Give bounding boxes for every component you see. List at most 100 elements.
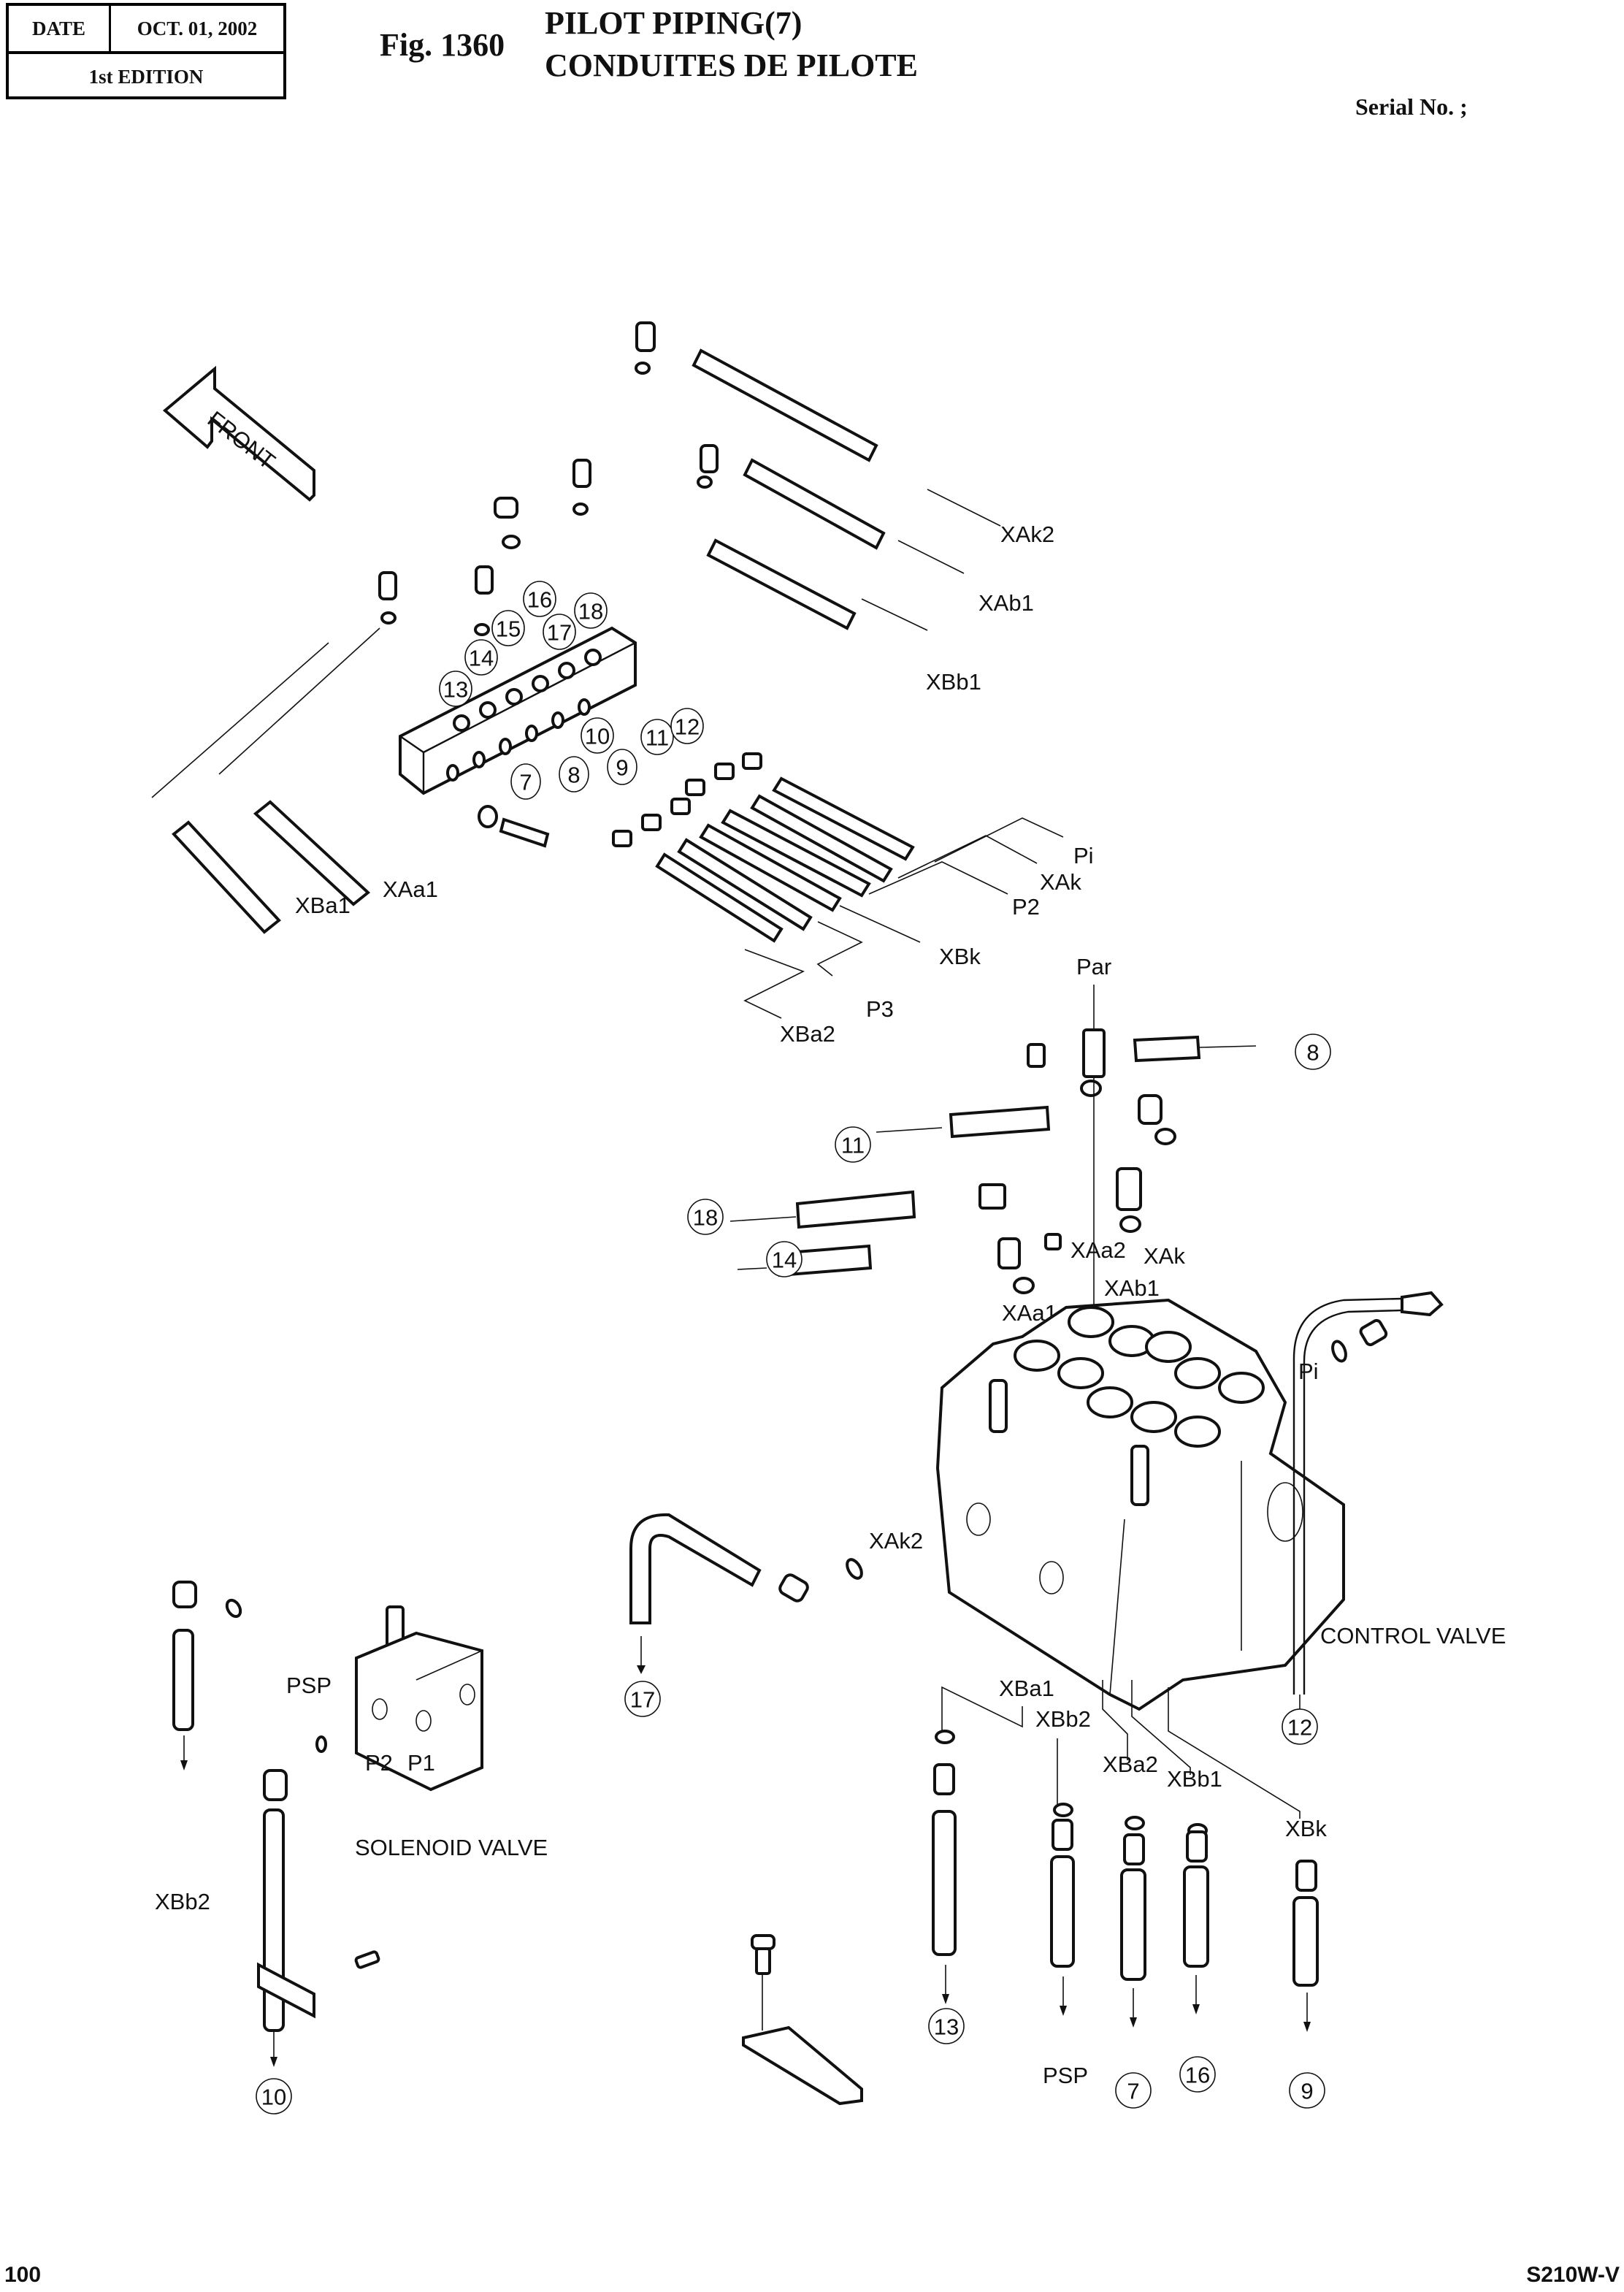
svg-text:11: 11 <box>646 725 669 751</box>
callout-13: 13 <box>439 671 472 707</box>
port-label-xbb2-bottom: XBb2 <box>155 1889 210 1914</box>
o-ring <box>502 535 521 549</box>
revision-info-box: DATE OCT. 01, 2002 1st EDITION <box>6 3 286 99</box>
callout-to-18: 18 <box>687 1199 724 1235</box>
svg-text:17: 17 <box>630 1687 655 1713</box>
manifold-side-ports <box>446 698 591 782</box>
hose <box>1133 1035 1201 1063</box>
plug <box>1044 1233 1062 1250</box>
o-ring <box>1119 1215 1141 1233</box>
callout-15: 15 <box>491 610 525 646</box>
o-ring <box>1154 1128 1176 1145</box>
elbow-fitting <box>635 321 656 352</box>
port-label-pi-cv: Pi <box>1298 1359 1319 1384</box>
port-label-p2-top: P2 <box>1012 894 1040 920</box>
hose-to-17: XAk2 <box>629 1513 923 1674</box>
control-valve-body <box>935 1298 1345 1711</box>
page-number: 100 <box>4 2263 42 2287</box>
svg-text:18: 18 <box>578 599 603 624</box>
bolt-and-washer <box>478 805 550 848</box>
svg-text:12: 12 <box>675 714 700 740</box>
figure-number: Fig. 1360 <box>380 27 505 63</box>
svg-text:15: 15 <box>496 616 521 642</box>
line-callouts: 8 11 18 14 17 12 10 13 7 16 9 <box>256 1034 1331 2115</box>
callout-to-10: 10 <box>256 2078 292 2115</box>
solenoid-hoses: XBb2 <box>155 1581 380 2067</box>
svg-text:8: 8 <box>567 763 580 788</box>
callout-to-9: 9 <box>1289 2072 1325 2109</box>
port-label-xaa2-cv: XAa2 <box>1070 1237 1126 1263</box>
page-title-french: CONDUITES DE PILOTE <box>545 47 919 83</box>
port-label-xba2-cv: XBa2 <box>1103 1752 1158 1777</box>
elbow-fitting <box>378 571 397 600</box>
svg-text:11: 11 <box>841 1133 865 1158</box>
port-label-p1-sol: P1 <box>407 1750 435 1776</box>
svg-text:10: 10 <box>585 724 610 749</box>
hose <box>706 538 857 630</box>
callout-8: 8 <box>559 756 589 792</box>
svg-text:13: 13 <box>934 2014 959 2040</box>
port-label-xak2-cv: XAk2 <box>869 1528 923 1554</box>
date-value: OCT. 01, 2002 <box>137 17 258 39</box>
manifold-callouts: 7 8 9 10 11 12 13 14 15 16 17 18 <box>439 581 704 800</box>
hose <box>949 1105 1051 1139</box>
plug <box>1027 1043 1046 1068</box>
bottom-hoses: PSP <box>932 1730 1319 2088</box>
port-label-par: Par <box>1076 954 1111 979</box>
elbow-fitting <box>572 459 591 488</box>
port-label-pi-top: Pi <box>1073 843 1094 868</box>
manifold-block <box>399 626 637 795</box>
hose <box>795 1190 916 1229</box>
port-label-xba2-top: XBa2 <box>780 1021 835 1047</box>
callout-18: 18 <box>574 592 608 629</box>
svg-text:17: 17 <box>547 620 572 646</box>
elbow-fitting <box>1138 1094 1163 1125</box>
port-label-xak2-top: XAk2 <box>1000 522 1054 547</box>
o-ring <box>635 362 651 375</box>
o-ring <box>846 1558 863 1580</box>
port-label-p2-sol: P2 <box>365 1750 393 1776</box>
callout-12: 12 <box>670 708 704 744</box>
port-label-xba1-cv: XBa1 <box>999 1676 1054 1701</box>
svg-text:12: 12 <box>1287 1715 1312 1741</box>
solenoid-valve-label: SOLENOID VALVE <box>355 1835 548 1860</box>
hose <box>692 348 878 462</box>
callout-to-8: 8 <box>1295 1034 1331 1070</box>
callout-11: 11 <box>640 719 674 755</box>
control-valve-label: CONTROL VALVE <box>1320 1623 1506 1649</box>
port-label-xbk-cv: XBk <box>1285 1816 1327 1841</box>
svg-text:14: 14 <box>772 1248 797 1273</box>
par-tee-assembly: Par XAa2 XAk XAb1 XAa1 <box>729 954 1257 1337</box>
hose <box>743 458 886 550</box>
left-hoses: XBa1 XAa1 <box>151 627 438 934</box>
manifold-hose-bundle: Pi XAk P2 XBk P3 XBa2 <box>612 752 1094 1047</box>
callout-14: 14 <box>464 639 498 676</box>
port-label-xbb2-cv: XBb2 <box>1035 1706 1091 1732</box>
port-label-xak-top: XAk <box>1040 869 1081 895</box>
port-label-psp-sol: PSP <box>286 1673 332 1698</box>
plug-bolt <box>494 497 518 519</box>
elbow-fitting <box>778 1573 809 1603</box>
o-ring <box>697 475 713 489</box>
port-label-xba1: XBa1 <box>295 893 351 918</box>
callout-17: 17 <box>543 614 576 650</box>
elbow-fitting <box>700 444 719 473</box>
manifold-top-ports <box>453 649 602 732</box>
port-label-xbb1-top: XBb1 <box>926 669 981 695</box>
edition-label: 1st EDITION <box>88 65 204 88</box>
callout-to-11: 11 <box>835 1126 871 1163</box>
callout-to-17: 17 <box>624 1681 661 1717</box>
svg-text:16: 16 <box>527 587 552 613</box>
callout-to-13: 13 <box>928 2008 965 2044</box>
o-ring <box>1080 1080 1102 1097</box>
svg-text:18: 18 <box>693 1205 718 1231</box>
svg-text:8: 8 <box>1306 1040 1319 1066</box>
o-ring <box>572 503 589 516</box>
elbow-fitting <box>1116 1167 1142 1211</box>
adapter <box>978 1183 1006 1210</box>
o-ring <box>474 623 490 636</box>
port-label-psp-bottom: PSP <box>1043 2063 1088 2088</box>
svg-text:13: 13 <box>443 677 468 703</box>
o-ring <box>1013 1277 1035 1294</box>
